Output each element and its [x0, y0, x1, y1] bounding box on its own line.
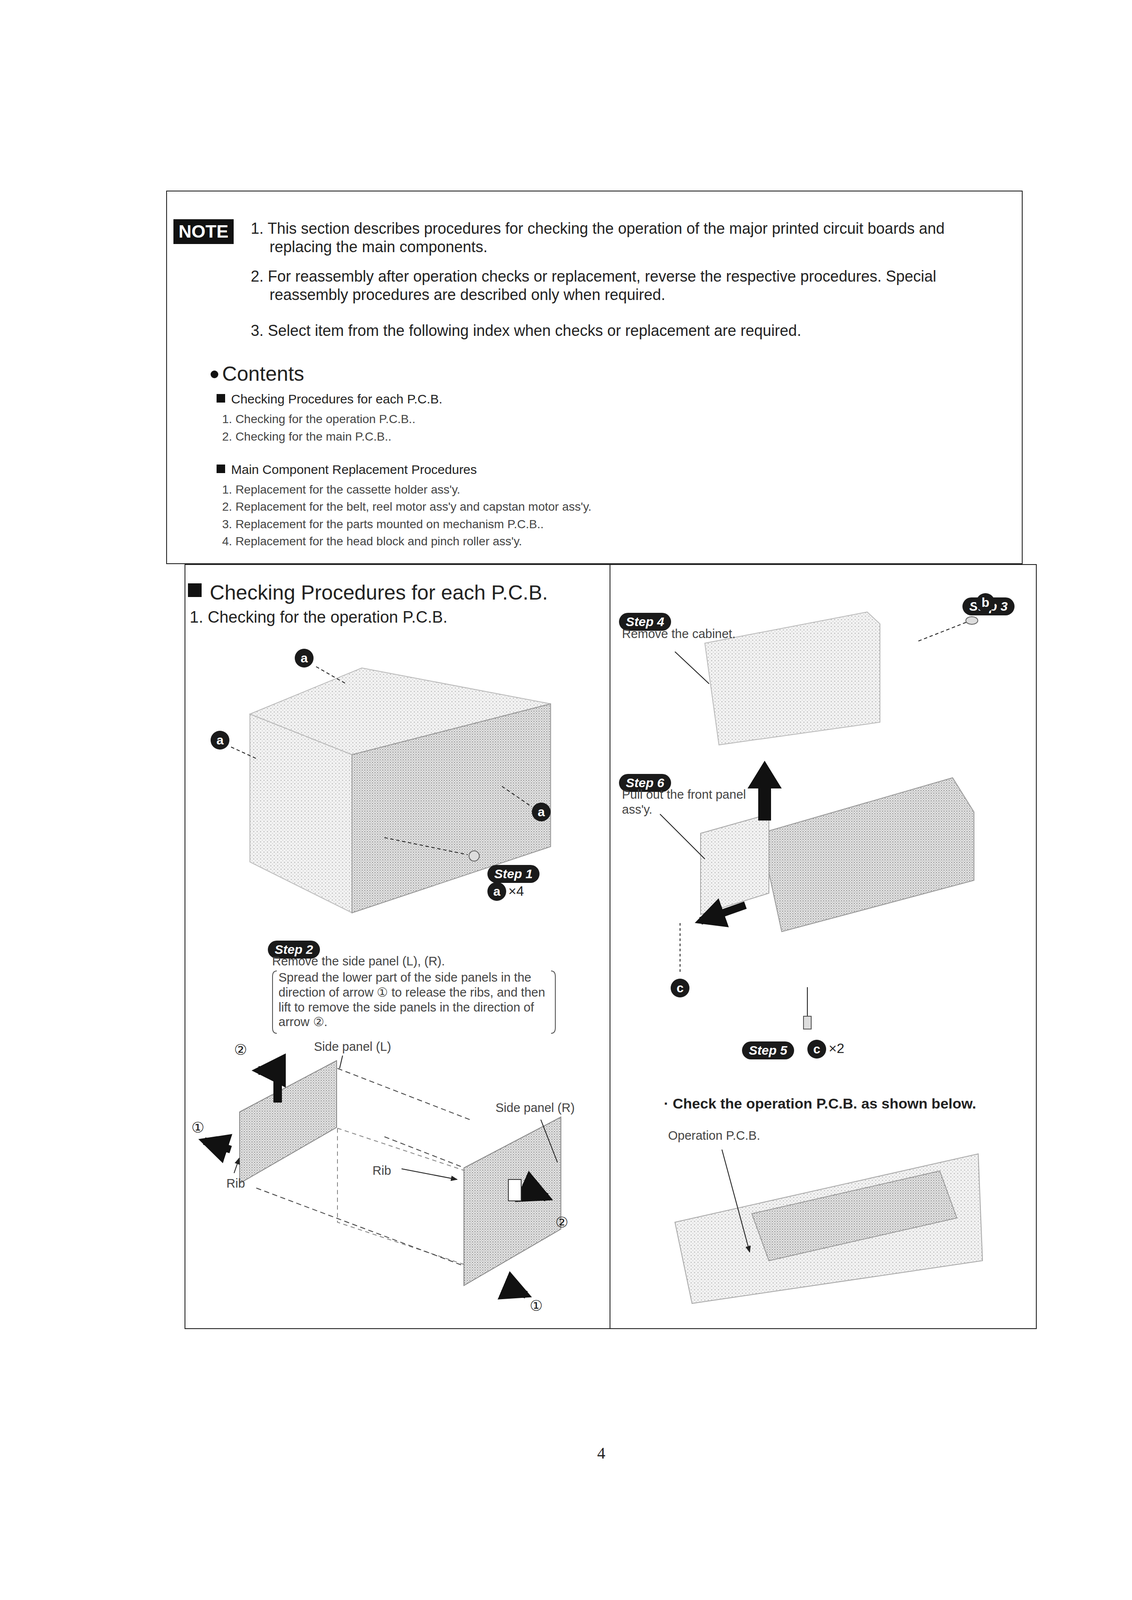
- contents-section: Main Component Replacement Procedures: [231, 461, 477, 478]
- part-name: Side panel (L): [313, 1038, 392, 1054]
- step-badge: Step 1: [487, 864, 540, 883]
- note-box: 1. This section describes procedures for…: [166, 190, 1023, 564]
- arrow-number: ①: [191, 1118, 205, 1136]
- step-instruction: Spread the lower part of the side panels…: [278, 969, 551, 1030]
- part-name: Rib: [226, 1175, 246, 1191]
- note-item: 2. For reassembly after operation checks…: [250, 266, 1012, 304]
- note-badge-text: NOTE: [178, 221, 229, 242]
- arrow-number: ①: [529, 1296, 543, 1314]
- callout-letter: a: [531, 802, 551, 822]
- note-badge: NOTE: [173, 219, 234, 244]
- section-heading: Checking Procedures for each P.C.B.: [209, 580, 549, 605]
- screw-count: ×2: [828, 1039, 845, 1056]
- callout-letter: c: [807, 1039, 827, 1059]
- subsection-heading: 1. Checking for the operation P.C.B.: [189, 607, 448, 628]
- callout-letter: a: [210, 730, 230, 750]
- step-instruction: Pull out the front panel ass'y.: [621, 786, 751, 817]
- step-badge-text: Step 1: [494, 866, 533, 881]
- arrow-number: ②: [234, 1040, 247, 1059]
- part-name: Side panel (R): [495, 1099, 575, 1115]
- contents-item: 2. Replacement for the belt, reel motor …: [222, 499, 592, 514]
- contents-item: 4. Replacement for the head block and pi…: [222, 533, 523, 549]
- contents-item: 1. Replacement for the cassette holder a…: [222, 482, 461, 497]
- contents-heading: Contents: [222, 361, 305, 387]
- procedure-panel: Checking Procedures for each P.C.B.1. Ch…: [184, 563, 610, 1329]
- procedure-panel: · Check the operation P.C.B. as shown be…: [609, 563, 1037, 1329]
- step-badge-text: Step 4: [625, 614, 665, 629]
- step-badge: Step 5: [741, 1041, 795, 1059]
- page-number: 4: [597, 1442, 606, 1463]
- callout-letter: b: [976, 592, 995, 612]
- callout-letter: c: [670, 978, 690, 998]
- step-instruction: Remove the side panel (L), (R).: [272, 953, 446, 969]
- step-badge-text: Step 5: [748, 1042, 788, 1057]
- contents-item: 1. Checking for the operation P.C.B..: [222, 411, 416, 427]
- note-item: 1. This section describes procedures for…: [250, 219, 1012, 256]
- callout-letter: a: [487, 881, 507, 901]
- screw-count: ×4: [508, 882, 524, 899]
- note-item: 3. Select item from the following index …: [250, 321, 1012, 340]
- callout-letter: a: [294, 648, 314, 668]
- arrow-number: ②: [555, 1213, 569, 1231]
- check-note: · Check the operation P.C.B. as shown be…: [663, 1094, 977, 1112]
- contents-item: 2. Checking for the main P.C.B..: [222, 429, 392, 444]
- part-name: Operation P.C.B.: [668, 1127, 760, 1143]
- contents-item: 3. Replacement for the parts mounted on …: [222, 516, 544, 532]
- step-instruction: Remove the cabinet.: [621, 626, 736, 642]
- part-name: Rib: [372, 1162, 392, 1178]
- contents-section: Checking Procedures for each P.C.B.: [231, 391, 443, 407]
